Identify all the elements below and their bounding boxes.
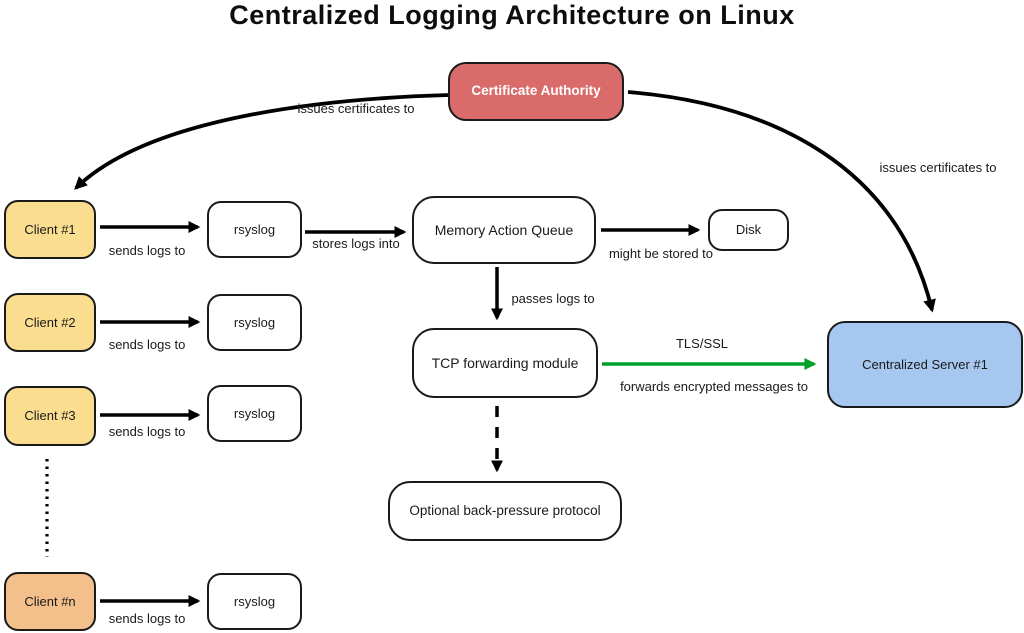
node-client-n: Client #n (4, 572, 96, 631)
label-sends-logs-3: sends logs to (108, 424, 186, 439)
label-tls-ssl: TLS/SSL (675, 336, 729, 351)
node-centralized-server: Centralized Server #1 (827, 321, 1023, 408)
node-client-2: Client #2 (4, 293, 96, 352)
arrow-ca-to-client1 (74, 93, 450, 190)
node-rsyslog-1: rsyslog (207, 201, 302, 258)
node-disk: Disk (708, 209, 789, 251)
label-sends-logs-2: sends logs to (108, 337, 186, 352)
node-back-pressure: Optional back-pressure protocol (388, 481, 622, 541)
label-issues-certificates-right: issues certificates to (879, 160, 997, 175)
node-rsyslog-3: rsyslog (207, 385, 302, 442)
label-stores-logs-into: stores logs into (312, 236, 400, 251)
label-issues-certificates-left: issues certificates to (297, 101, 415, 116)
node-tcp-forwarding-module: TCP forwarding module (412, 328, 598, 398)
label-might-be-stored-to: might be stored to (608, 246, 714, 261)
node-rsyslog-n: rsyslog (207, 573, 302, 630)
node-rsyslog-2: rsyslog (207, 294, 302, 351)
label-sends-logs-1: sends logs to (108, 243, 186, 258)
label-sends-logs-n: sends logs to (108, 611, 186, 626)
label-passes-logs-to: passes logs to (511, 291, 595, 306)
node-client-1: Client #1 (4, 200, 96, 259)
node-client-3: Client #3 (4, 386, 96, 446)
diagram-title: Centralized Logging Architecture on Linu… (229, 0, 795, 30)
node-memory-action-queue: Memory Action Queue (412, 196, 596, 264)
label-forwards-encrypted: forwards encrypted messages to (620, 379, 808, 394)
node-certificate-authority: Certificate Authority (448, 62, 624, 121)
arrow-ca-to-server (627, 90, 936, 313)
